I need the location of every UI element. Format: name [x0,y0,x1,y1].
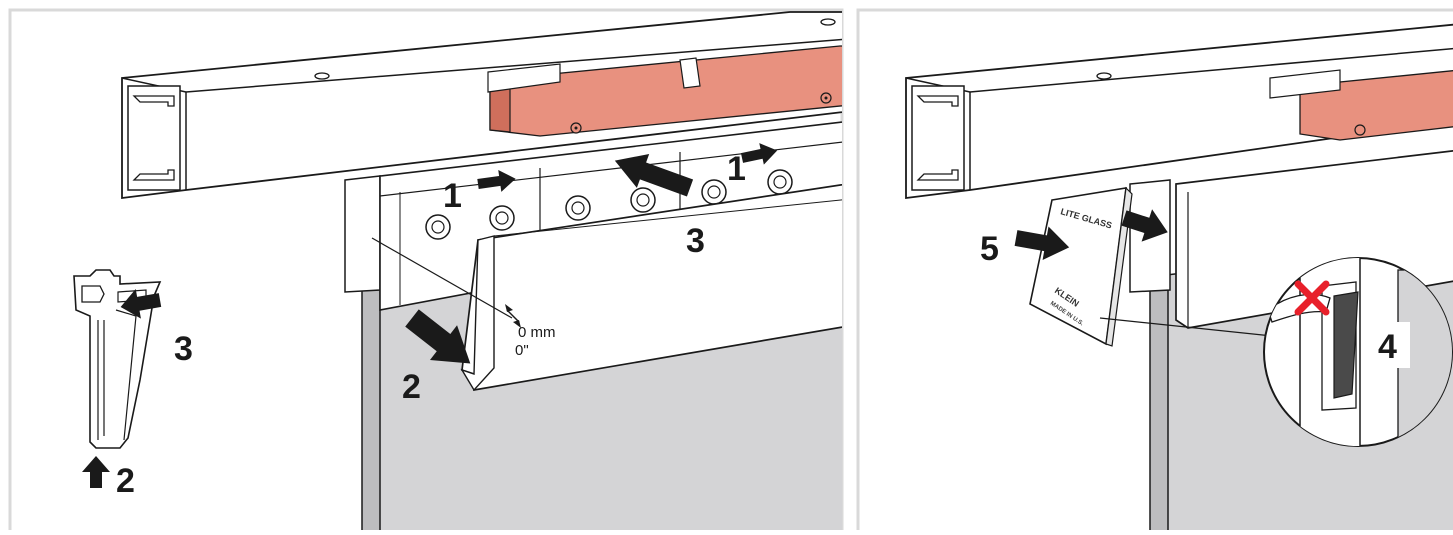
screw-icon [489,205,515,231]
gap-measure-line [371,237,513,319]
arrow-icon [1014,226,1070,260]
arrow-icon [120,289,162,319]
cover-plate [460,183,842,392]
top-rail-right [905,23,1453,200]
callout-1b: 1 [727,150,746,188]
screw-row [425,169,793,240]
profile-callout-3: 3 [174,330,193,368]
profile-detail: 3 2 [73,269,193,500]
cross-icon [1294,280,1330,316]
arrow-icon [405,309,471,364]
screw-icon [630,187,656,213]
screw-icon [701,179,727,205]
screw-icon [565,195,591,221]
right-panel: LITE GLASS KLEIN MADE IN U.S. 5 [905,23,1453,530]
callout-leader-4 [1099,317,1273,337]
gap-label-mm: 0 mm [518,324,556,341]
screw-icon [767,169,793,195]
carriage [487,45,842,137]
arrow-icon [1121,209,1168,242]
arrow-icon [477,170,516,192]
lite-glass-plate: LITE GLASS KLEIN MADE IN U.S. [1029,186,1133,347]
arrow-icon [614,153,694,197]
arrow-icon [740,143,778,165]
callout-2: 2 [402,368,421,406]
arrow-icon [82,456,110,488]
profile-callout-2: 2 [116,462,135,500]
carriage-right [1269,69,1453,141]
screw-icon [425,214,451,240]
callout-4: 4 [1378,328,1397,366]
detail-circle: 4 [1263,257,1453,447]
left-panel: 1 1 3 2 0 mm 0" 3 2 [73,11,842,530]
gap-marker-icon [505,304,521,328]
top-rail [121,11,842,200]
callout-5: 5 [980,230,999,268]
callout-1a: 1 [443,177,462,215]
callout-3: 3 [686,222,705,260]
gap-label-inch: 0" [515,342,529,359]
